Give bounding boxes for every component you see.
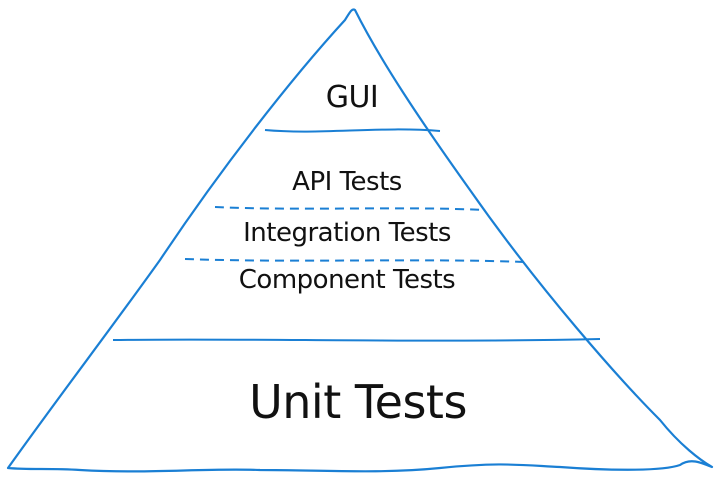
divider-api-integration [214, 206, 486, 211]
layer-unit-tests-label: Unit Tests [249, 375, 467, 429]
divider-gui [264, 128, 441, 133]
layer-gui-label: GUI [325, 80, 379, 115]
divider-unit [112, 338, 601, 342]
layer-component-tests-label: Component Tests [238, 265, 456, 295]
layer-integration-tests-label: Integration Tests [243, 218, 451, 248]
divider-integration-component [184, 258, 526, 263]
layer-api-tests-label: API Tests [292, 167, 402, 197]
pyramid-outline [6, 8, 714, 473]
